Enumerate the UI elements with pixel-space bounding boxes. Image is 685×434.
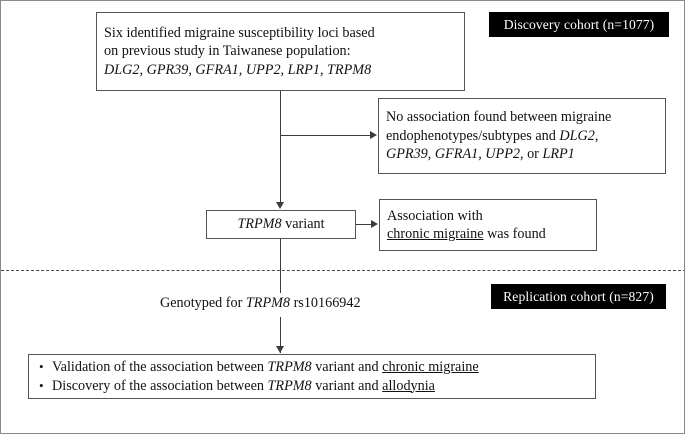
arrowhead-into-association-found bbox=[371, 220, 378, 228]
no-association-line-2: endophenotypes/subtypes and DLG2, bbox=[386, 127, 658, 145]
association-found-underlined: chronic migraine bbox=[387, 226, 484, 242]
conclusion-2-underlined: allodynia bbox=[382, 377, 435, 394]
connector-branch-to-no-association bbox=[280, 135, 370, 136]
association-found-rest: was found bbox=[483, 226, 546, 242]
association-found-line-2: chronic migraine was found bbox=[387, 225, 589, 243]
loci-gene-list: DLG2, GPR39, GFRA1, UPP2, LRP1, TRPM8 bbox=[104, 61, 372, 78]
no-association-line2-gene: DLG2 bbox=[559, 127, 595, 144]
conclusion-2-gene: TRPM8 bbox=[267, 377, 312, 394]
no-association-line-3: GPR39, GFRA1, UPP2, or LRP1 bbox=[386, 145, 658, 163]
association-found-line-1: Association with bbox=[387, 207, 483, 224]
no-association-line3-gene: LRP1 bbox=[542, 146, 575, 163]
no-association-line2-pre: endophenotypes/subtypes and bbox=[386, 127, 560, 144]
discovery-cohort-text: Discovery cohort (n=1077) bbox=[503, 16, 655, 32]
replication-cohort-text: Replication cohort (n=827) bbox=[503, 288, 654, 304]
conclusion-1-gene: TRPM8 bbox=[267, 359, 312, 376]
genotyping-gene: TRPM8 bbox=[245, 295, 291, 311]
bullet-icon: • bbox=[39, 359, 44, 375]
conclusion-1-pre: Validation of the association between bbox=[52, 359, 268, 376]
arrowhead-into-conclusions bbox=[276, 346, 284, 353]
conclusion-item-1: • Validation of the association between … bbox=[39, 358, 585, 376]
trpm8-variant-gene: TRPM8 bbox=[237, 216, 282, 233]
cohort-divider bbox=[1, 270, 684, 271]
connector-loci-to-trpm8 bbox=[280, 91, 281, 203]
loci-line-1: Six identified migraine susceptibility l… bbox=[104, 24, 375, 41]
no-association-line2-post: , bbox=[594, 127, 599, 144]
box-trpm8-variant: TRPM8 variant bbox=[206, 210, 356, 239]
connector-trpm8-to-association bbox=[356, 224, 372, 225]
conclusion-1-text: Validation of the association between TR… bbox=[52, 358, 479, 376]
trpm8-variant-suffix: variant bbox=[281, 216, 325, 233]
conclusion-2-mid: variant and bbox=[311, 377, 383, 394]
no-association-line-1: No association found between migraine bbox=[386, 109, 612, 126]
conclusion-1-mid: variant and bbox=[311, 359, 383, 376]
genotyping-pre: Genotyped for bbox=[160, 295, 246, 311]
genotyping-post: rs10166942 bbox=[290, 295, 361, 311]
discovery-cohort-label: Discovery cohort (n=1077) bbox=[489, 12, 669, 37]
no-association-line3-genes: GPR39, GFRA1, UPP2 bbox=[386, 146, 520, 163]
replication-cohort-label: Replication cohort (n=827) bbox=[491, 284, 666, 309]
arrowhead-into-no-association bbox=[370, 131, 377, 139]
conclusion-2-text: Discovery of the association between TRP… bbox=[52, 377, 435, 395]
trpm8-variant-text: TRPM8 variant bbox=[237, 215, 324, 233]
no-association-line3-mid: , or bbox=[519, 146, 543, 163]
bullet-icon: • bbox=[39, 377, 44, 393]
box-association-found: Association with chronic migraine was fo… bbox=[379, 199, 597, 251]
box-no-association: No association found between migraine en… bbox=[378, 98, 666, 174]
loci-line-2: on previous study in Taiwanese populatio… bbox=[104, 43, 351, 60]
genotyping-step: Genotyped for TRPM8 rs10166942 bbox=[155, 295, 366, 312]
connector-genotyping-to-conclusions bbox=[280, 317, 281, 353]
connector-trpm8-down-to-divider bbox=[280, 238, 281, 293]
arrowhead-into-trpm8-variant bbox=[276, 202, 284, 209]
conclusion-item-2: • Discovery of the association between T… bbox=[39, 377, 585, 395]
conclusion-2-pre: Discovery of the association between bbox=[52, 377, 268, 394]
box-susceptibility-loci: Six identified migraine susceptibility l… bbox=[96, 12, 465, 91]
box-conclusions: • Validation of the association between … bbox=[28, 354, 596, 399]
conclusion-1-underlined: chronic migraine bbox=[382, 359, 479, 376]
